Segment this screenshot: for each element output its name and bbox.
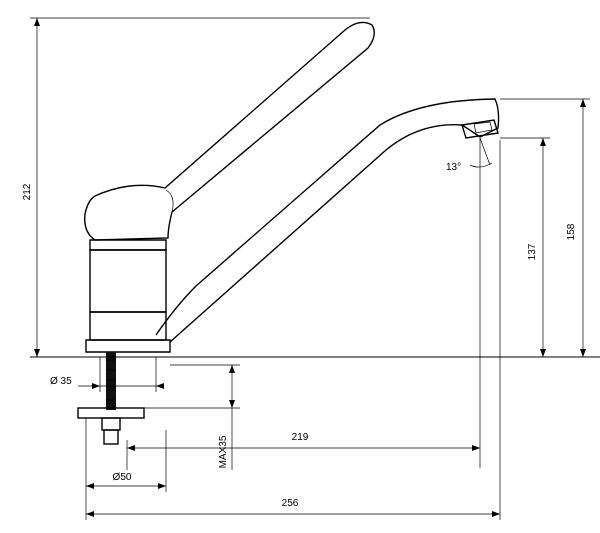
dim-outlet-height-upper: 158	[500, 98, 590, 357]
dim-outlet-height-lower: 137	[500, 137, 550, 357]
body-base-ring	[85, 339, 171, 353]
label-outlet-height-upper: 158	[566, 223, 577, 240]
spout	[155, 98, 500, 343]
aerator	[461, 119, 499, 139]
dim-overall-length: 256	[86, 140, 501, 520]
dim-reach: 219	[126, 432, 480, 470]
faucet-outline	[84, 21, 500, 353]
dim-base-diameter: Ø50	[85, 418, 167, 520]
lever-handle-inner	[165, 189, 174, 213]
label-max-thickness: MAX35	[218, 435, 229, 468]
body-cylinder	[89, 239, 167, 251]
lever-handle	[84, 21, 375, 241]
nut-lower	[103, 429, 119, 445]
body-main	[89, 249, 167, 313]
label-total-height: 212	[22, 183, 33, 200]
label-overall-length: 256	[282, 498, 299, 509]
body-lower	[89, 311, 167, 341]
label-spout-angle: 13°	[446, 162, 461, 173]
nut	[101, 417, 121, 431]
mounting-hardware	[77, 352, 145, 445]
label-reach: 219	[292, 432, 309, 443]
label-base-diameter: Ø50	[113, 472, 132, 483]
label-outlet-height-lower: 137	[527, 243, 538, 260]
dim-max-thickness: MAX35	[144, 364, 240, 470]
dim-total-height: 212	[22, 17, 340, 357]
label-hole-diameter: Ø 35	[50, 376, 72, 387]
threaded-rod	[106, 352, 116, 410]
aerator-inner	[473, 121, 493, 134]
dim-hole-diameter: Ø 35	[50, 357, 164, 392]
dim-spout-angle: 13°	[446, 137, 493, 468]
